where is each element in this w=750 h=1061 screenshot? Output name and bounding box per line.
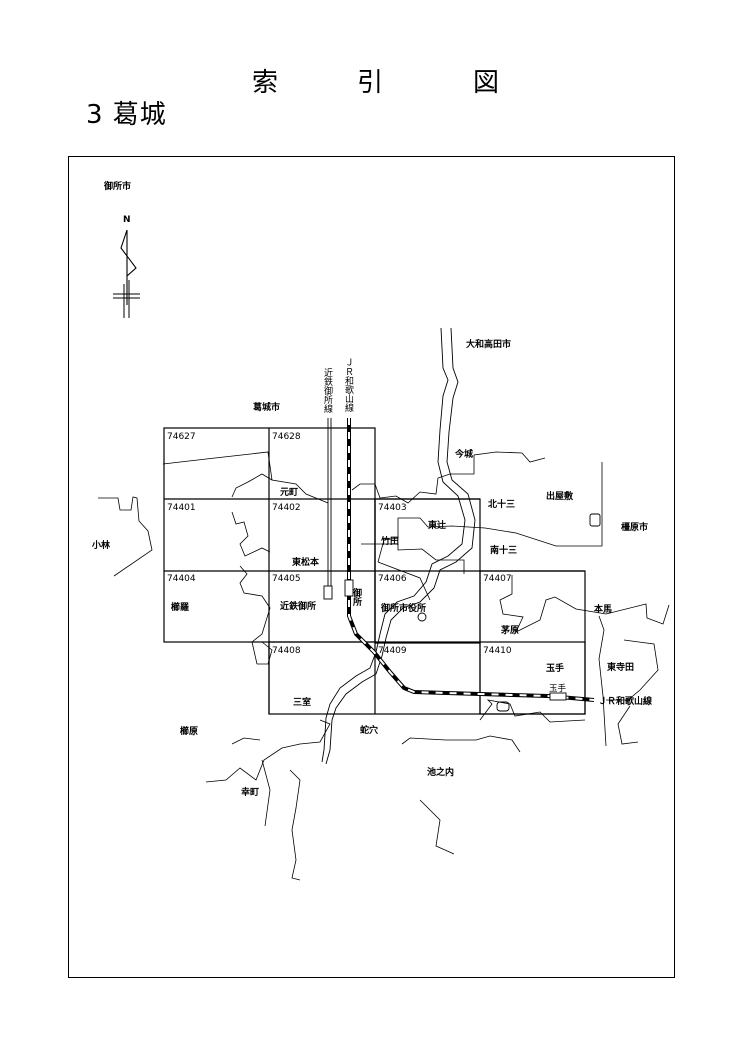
title-char-3: 図: [473, 68, 500, 98]
kintetsu-gose-line: [323, 418, 333, 600]
place-katsuragi-city: 葛城市: [252, 401, 280, 413]
index-map-title: 索 引 図: [0, 68, 750, 108]
grid-code-74402: 74402: [272, 503, 301, 513]
grid-code-74407: 74407: [483, 574, 512, 584]
kintetsu-line-label: 近鉄御所線: [322, 367, 333, 413]
grid-code-74404: 74404: [167, 574, 196, 584]
pond-icon: [496, 701, 510, 712]
page-subtitle: 3 葛城: [86, 100, 167, 130]
place-higashi-terada: 東寺田: [607, 661, 634, 673]
grid-code-74403: 74403: [378, 503, 407, 513]
jr-wakayama-line: [344, 418, 595, 702]
city-label: 御所市: [103, 180, 131, 192]
grid-code-74628: 74628: [272, 432, 301, 442]
place-ikenouchi: 池之内: [427, 766, 454, 778]
place-kayahara: 茅原: [501, 624, 519, 636]
place-jaketsu: 蛇穴: [360, 724, 378, 736]
grid-code-74409: 74409: [378, 646, 407, 656]
main-road: [321, 327, 476, 765]
place-kashiwara: 櫛原: [179, 725, 198, 737]
tamade-station-marker: [549, 692, 567, 701]
grid-codes: 74627 74628 74401 74402 74403 74404 7440…: [167, 432, 512, 656]
grid-code-74410: 74410: [483, 646, 512, 656]
map-frame: [68, 156, 675, 978]
grid-code-74405: 74405: [272, 574, 301, 584]
vertical-line-labels: 近鉄御所線 ＪＲ和歌山線: [322, 358, 354, 413]
title-char-2: 引: [357, 68, 384, 98]
place-kashihara-city: 橿原市: [621, 521, 648, 533]
place-tamade-area: 玉手: [546, 662, 564, 674]
place-honma: 本馬: [594, 603, 612, 615]
place-higashi-matsumoto: 東松本: [292, 556, 320, 568]
grid-code-74627: 74627: [167, 432, 196, 442]
north-label: N: [123, 215, 131, 225]
boundary-lines: [98, 451, 670, 881]
grid-code-74406: 74406: [378, 574, 407, 584]
place-sachimachi: 幸町: [241, 786, 259, 798]
place-labels: 大和高田市 葛城市 今城 北十三 出屋敷 橿原市 東辻 元町 小林 竹田 南十三…: [91, 338, 652, 798]
place-higashi-tsuji: 東辻: [428, 519, 446, 531]
place-takeda: 竹田: [380, 535, 399, 547]
grid-code-74408: 74408: [272, 646, 301, 656]
place-gose-station: 御所: [351, 587, 363, 607]
place-muro: 三室: [293, 696, 311, 708]
north-arrow-icon: N: [113, 215, 140, 318]
city-hall-icon: [417, 612, 427, 622]
place-minami-juzo: 南十三: [490, 544, 517, 556]
pond-icon: [589, 513, 601, 527]
place-kintetsu-gose: 近鉄御所: [280, 600, 316, 612]
place-kobayashi: 小林: [91, 539, 111, 551]
place-jr-wakayama: ＪＲ和歌山線: [598, 695, 652, 707]
place-tamade-station: 玉手: [549, 683, 567, 694]
grid-code-74401: 74401: [167, 503, 196, 513]
gose-station-marker: [344, 579, 354, 597]
place-yamato-takada: 大和高田市: [466, 338, 511, 350]
title-char-1: 索: [252, 68, 279, 98]
place-demaya: 出屋敷: [546, 490, 574, 502]
place-gose-city-hall: 御所市役所: [380, 602, 426, 614]
index-grid: [163, 427, 586, 715]
place-motomachi: 元町: [280, 487, 298, 498]
jr-line-label: ＪＲ和歌山線: [343, 358, 354, 412]
place-kita-juzo: 北十三: [488, 498, 515, 510]
place-imaki: 今城: [454, 448, 473, 460]
place-kushira: 櫛羅: [170, 601, 189, 613]
